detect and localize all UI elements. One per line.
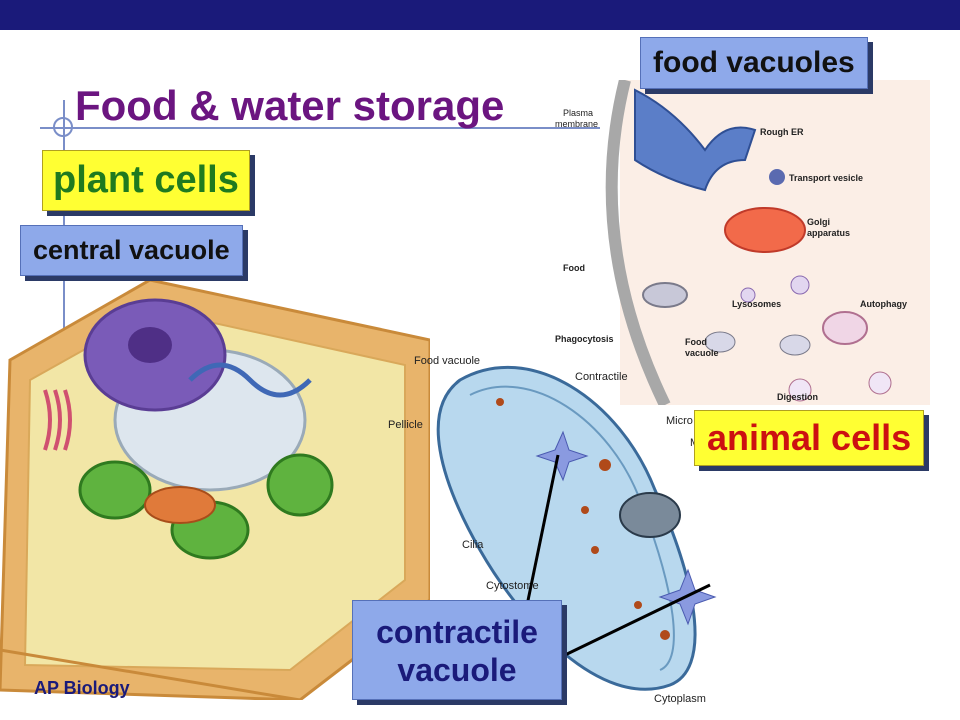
golgi-label-2: apparatus xyxy=(807,228,850,238)
lysosomes-label: Lysosomes xyxy=(732,299,781,309)
golgi-label-1: Golgi xyxy=(807,217,830,227)
autophagy-label: Autophagy xyxy=(860,299,907,309)
animal-cell-illustration: Plasma membrane Rough ER Transport vesic… xyxy=(555,80,930,405)
contractile-pointer-line-2 xyxy=(564,583,711,657)
contractile-label: Contractile xyxy=(575,371,628,383)
page-title: Food & water storage xyxy=(75,82,505,129)
central-vacuole-label: central vacuole xyxy=(20,225,243,276)
plasma-membrane-label-1: Plasma xyxy=(563,108,593,118)
cilia-label: Cilia xyxy=(462,539,484,551)
course-footer: AP Biology xyxy=(34,678,130,698)
micronucleus-label: Micro xyxy=(666,415,693,427)
contractile-vacuole-line-2: vacuole xyxy=(397,652,517,688)
cytoplasm-label: Cytoplasm xyxy=(654,693,706,705)
rough-er-label: Rough ER xyxy=(760,127,804,137)
food-vacuole-label-2: vacuole xyxy=(685,348,719,358)
plasma-membrane-label-2: membrane xyxy=(555,119,598,129)
food-vacuole-label-1: Food xyxy=(685,337,707,347)
food-label: Food xyxy=(563,263,585,273)
rule-circle xyxy=(53,117,73,137)
plant-cells-label: plant cells xyxy=(42,150,250,211)
top-bar xyxy=(0,0,960,30)
pellicle-label: Pellicle xyxy=(388,419,423,431)
phagocytosis-label: Phagocytosis xyxy=(555,334,614,344)
title-rule xyxy=(40,127,600,129)
food-vacuoles-label: food vacuoles xyxy=(640,37,868,89)
contractile-vacuole-line-1: contractile xyxy=(376,614,538,650)
contractile-pointer-line-1 xyxy=(523,454,560,616)
digestion-label: Digestion xyxy=(777,392,818,402)
animal-cells-label: animal cells xyxy=(694,410,925,466)
food-vacuole-label: Food vacuole xyxy=(414,355,480,367)
contractile-vacuole-label: contractile vacuole xyxy=(352,600,562,700)
plant-cell-illustration xyxy=(0,280,430,700)
transport-vesicle-label: Transport vesicle xyxy=(789,173,863,183)
cytostome-label: Cytostome xyxy=(486,580,539,592)
